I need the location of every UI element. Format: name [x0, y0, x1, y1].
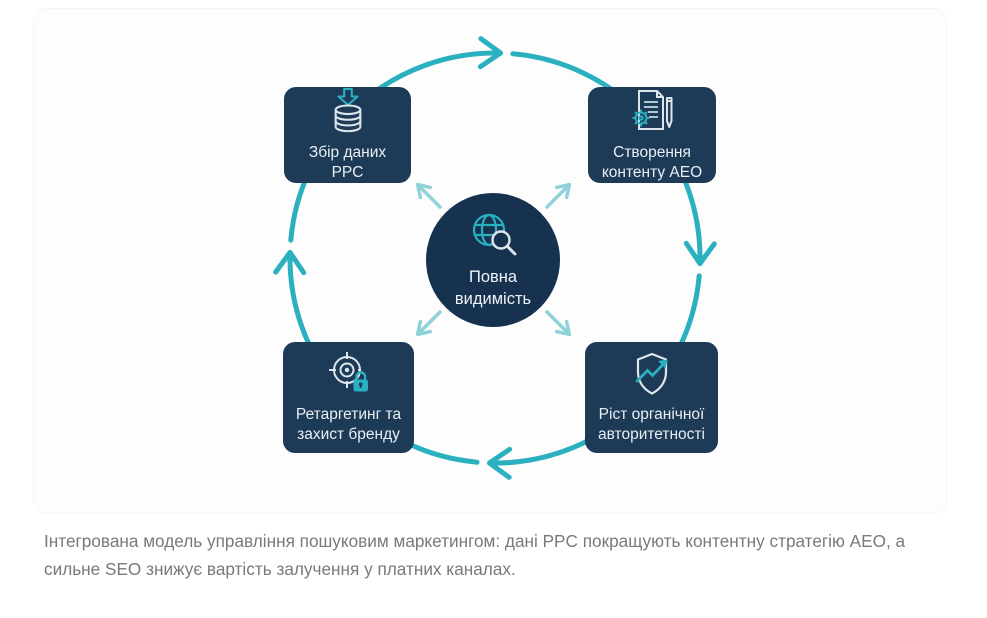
node-label: Ріст органічної авторитетності	[598, 406, 705, 443]
arrow-nw	[415, 182, 442, 209]
arrow-ne	[545, 182, 572, 209]
radiating-arrows	[415, 182, 572, 337]
node-retargeting: Ретаргетинг та захист бренду	[283, 342, 414, 453]
arrow-sw	[415, 310, 442, 337]
target-lock-icon	[328, 352, 368, 392]
figure-caption: Інтегрована модель управління пошуковим …	[44, 531, 906, 579]
node-label: Збір даних PPC	[308, 144, 387, 182]
globe-search-icon	[472, 213, 517, 256]
database-download-icon	[334, 87, 361, 133]
node-authority: Ріст органічної авторитетності	[585, 342, 718, 453]
document-gear-pen-icon	[632, 89, 673, 130]
node-ppc-data: Збір даних PPC	[284, 87, 411, 183]
center-visibility: Повна видимість	[426, 193, 560, 327]
node-label: Створення контенту AEO	[601, 143, 703, 181]
node-label: Ретаргетинг та захист бренду	[295, 406, 402, 443]
shield-growth-icon	[635, 353, 667, 395]
node-aeo-content: Створення контенту AEO	[588, 87, 716, 183]
center-label: Повна видимість	[454, 268, 532, 308]
arrow-se	[545, 310, 572, 337]
